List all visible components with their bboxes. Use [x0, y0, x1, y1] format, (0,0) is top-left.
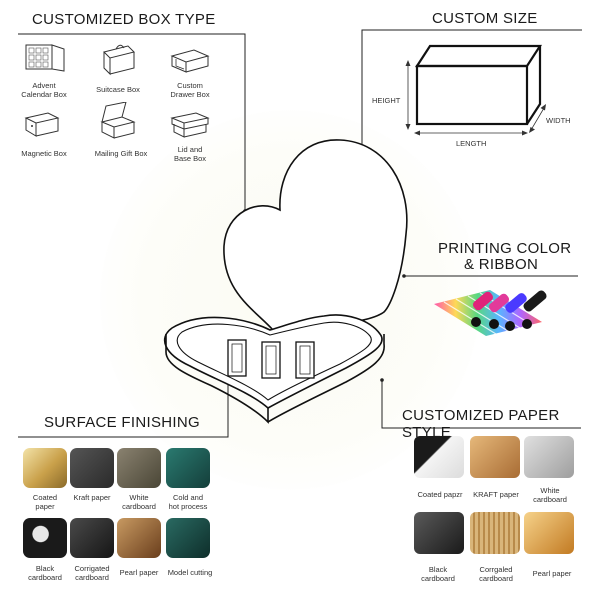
printing-title-line1: PRINTING COLOR [438, 240, 572, 257]
surface-swatch-white [117, 448, 161, 488]
paper-label-coated: Coated papzr [417, 490, 463, 499]
surface-swatch-pearl [117, 518, 161, 558]
surface-label-corrugated: Corrigated cardboard [74, 564, 110, 582]
paper-label-black: Black cardboard [421, 565, 455, 583]
width-label: WIDTH [546, 116, 571, 125]
advent-calendar-box-icon [25, 44, 65, 72]
box-dimension-diagram [405, 44, 546, 136]
surface-swatch-black [23, 518, 67, 558]
surface-label-pearl: Pearl paper [119, 568, 159, 577]
box-label-suitcase: Suitcase Box [96, 85, 140, 94]
surface-swatch-corrugated [70, 518, 114, 558]
paper-label-kraft: KRAFT paper [473, 490, 519, 499]
surface-label-kraft: Kraft paper [73, 493, 111, 502]
surface-label-white: White cardboard [122, 493, 156, 511]
paper-swatch-pearl [524, 512, 574, 554]
paper-swatch-corrugated [470, 512, 520, 554]
printing-title-line2: & RIBBON [464, 256, 539, 273]
surface-label-cold-hot: Cold and hot process [168, 493, 208, 511]
surface-swatch-cold-hot [166, 448, 210, 488]
surface-swatch-kraft [70, 448, 114, 488]
box-label-drawer: Custom Drawer Box [170, 81, 210, 99]
surface-label-coated: Coated paper [32, 493, 58, 511]
surface-swatch-model-cutting [166, 518, 210, 558]
paper-swatch-white [524, 436, 574, 478]
lid-base-box-icon [170, 112, 210, 138]
length-label: LENGTH [456, 139, 487, 148]
paper-swatch-kraft [470, 436, 520, 478]
box-label-advent: Advent Calendar Box [21, 81, 67, 99]
magnetic-box-icon [24, 112, 60, 137]
box-label-mailing: Mailing Gift Box [94, 149, 148, 158]
ribbon-rolls-image [434, 290, 547, 336]
paper-swatch-coated [414, 436, 464, 478]
mailing-gift-box-icon [100, 102, 136, 139]
paper-label-white: White cardboard [533, 486, 567, 504]
box-label-magnetic: Magnetic Box [21, 149, 67, 158]
height-label: HEIGHT [372, 96, 401, 105]
surface-title: SURFACE FINISHING [44, 414, 200, 431]
surface-label-black: Black cardboard [28, 564, 62, 582]
paper-label-pearl: Pearl paper [532, 569, 572, 578]
box-type-title: CUSTOMIZED BOX TYPE [32, 11, 216, 28]
box-label-lid-base: Lid and Base Box [173, 145, 207, 163]
surface-label-model-cutting: Model cutting [167, 568, 213, 577]
paper-label-corrugated: Corrgaled cardboard [479, 565, 513, 583]
surface-swatch-coated [23, 448, 67, 488]
custom-size-title: CUSTOM SIZE [432, 10, 538, 27]
drawer-box-icon [170, 49, 210, 73]
paper-swatch-black [414, 512, 464, 554]
heart-box-illustration [163, 139, 408, 424]
suitcase-box-icon [103, 44, 135, 76]
